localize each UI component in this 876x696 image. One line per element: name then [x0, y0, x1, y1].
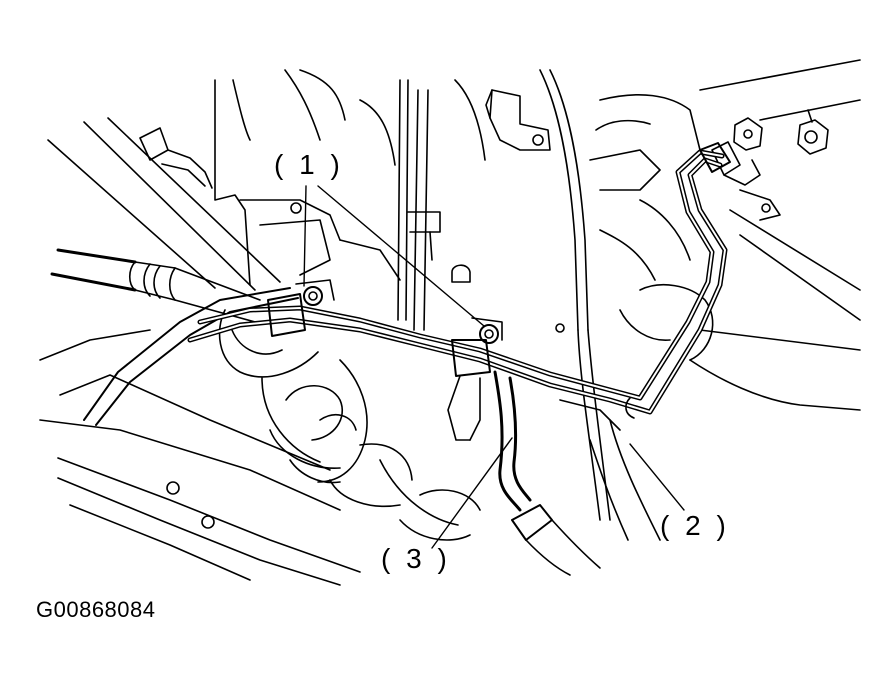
vent-cap — [451, 264, 471, 283]
background-panel-lines — [39, 117, 361, 586]
main-pipe — [187, 142, 731, 419]
engine-block — [214, 69, 481, 541]
leader-lines — [303, 185, 685, 549]
bolt-holes — [166, 202, 565, 529]
clamp-left — [267, 279, 335, 337]
left-hose — [50, 248, 299, 426]
bracket-top — [485, 89, 551, 151]
right-components — [559, 59, 861, 541]
connector-top-left — [139, 127, 213, 189]
callout-2: ( 2 ) — [660, 510, 730, 541]
callout-3: ( 3 ) — [381, 543, 451, 574]
clamp-right — [447, 317, 503, 441]
hose-3 — [493, 370, 601, 576]
vertical-rods — [397, 69, 611, 521]
callout-1: ( 1 ) — [274, 149, 344, 180]
top-right-fittings — [711, 109, 829, 221]
figure-code: G00868084 — [36, 597, 156, 622]
